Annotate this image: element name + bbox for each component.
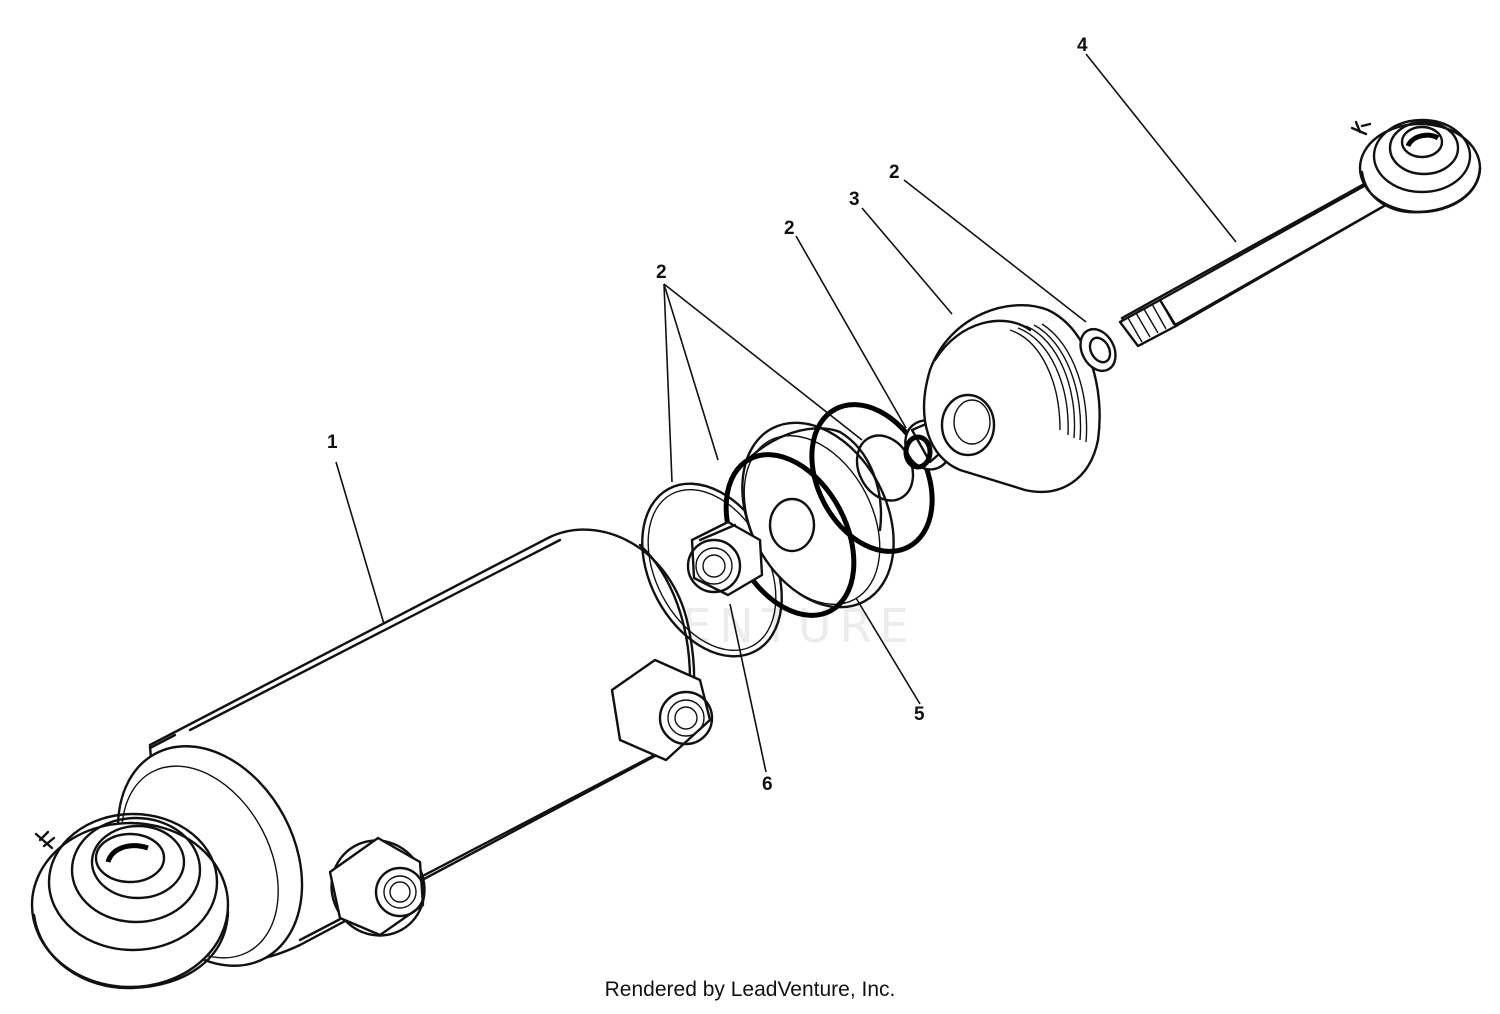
footer-credit: Rendered by LeadVenture, Inc. xyxy=(604,978,896,1001)
callout-leaders xyxy=(335,53,1237,773)
callout-6: 6 xyxy=(762,774,773,795)
callout-2: 2 xyxy=(889,162,900,183)
part-3-gland xyxy=(922,304,1101,494)
callout-3: 3 xyxy=(849,189,860,210)
callout-4: 4 xyxy=(1077,35,1088,56)
part-2-wiper-ring xyxy=(1079,327,1117,373)
part-4-piston-rod xyxy=(1118,118,1482,348)
callout-5: 5 xyxy=(914,704,925,725)
callout-1: 1 xyxy=(327,432,338,453)
cylinder-rod-end-eye xyxy=(30,812,230,990)
callout-2: 2 xyxy=(784,218,795,239)
callout-2: 2 xyxy=(656,262,667,283)
part-6-piston-nut xyxy=(686,520,764,597)
